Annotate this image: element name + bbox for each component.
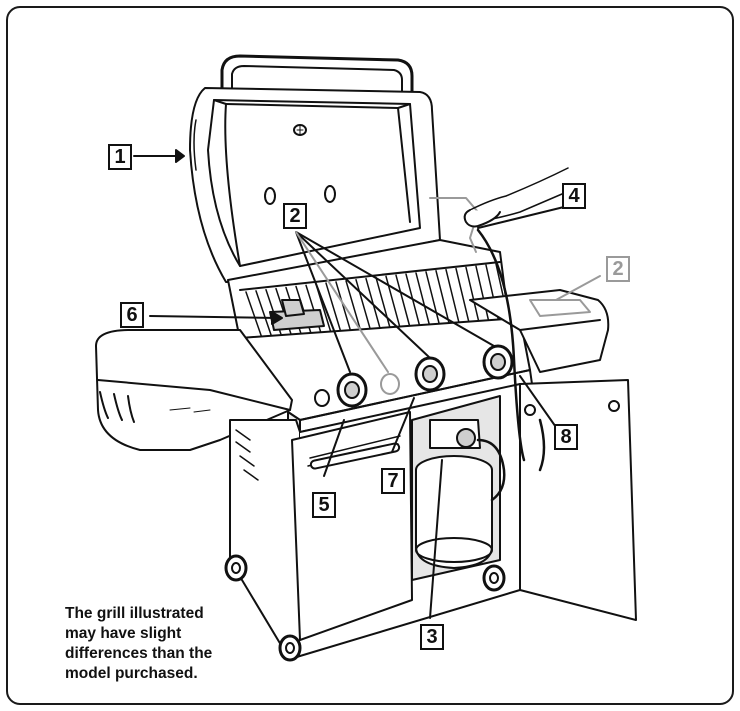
grate-bar — [255, 290, 273, 338]
callout-3-tank: 3 — [420, 624, 444, 650]
grate-bar — [395, 274, 411, 327]
grate-bar — [455, 267, 470, 322]
grate-bar — [335, 281, 352, 332]
illustration-border — [6, 6, 734, 705]
right-side-table — [469, 289, 610, 373]
cabinet-door-right — [519, 379, 637, 621]
leader-lines — [133, 149, 601, 619]
grill-lid — [189, 87, 441, 283]
lid-handle — [220, 54, 414, 99]
disclaimer-note: The grill illustrated may have slight di… — [65, 604, 235, 684]
grate-bar — [445, 268, 460, 323]
caster-wheel-back-left — [224, 554, 248, 582]
callout-5-knob-left: 5 — [312, 492, 336, 518]
flavorizer-bars — [269, 299, 325, 331]
grate-bar — [355, 278, 371, 330]
propane-tank — [411, 395, 506, 581]
hand-igniting — [429, 167, 577, 253]
caster-wheel-back-right — [482, 564, 506, 592]
note-line-3: differences than the — [65, 645, 213, 662]
callout-7-knob-center: 7 — [381, 468, 405, 494]
ignition-button — [314, 373, 400, 407]
burner-knob-right — [482, 344, 514, 380]
callout-4-hand: 4 — [562, 183, 586, 209]
callout-2-burners-secondary: 2 — [606, 256, 630, 282]
callout-1-lid: 1 — [108, 144, 132, 170]
grate-bar — [425, 271, 440, 325]
grate-bar — [345, 280, 362, 331]
grate-bar — [435, 269, 450, 324]
burner-knob-center — [414, 356, 446, 392]
grate-bar — [415, 272, 431, 326]
grate-bar — [325, 282, 342, 333]
note-line-2: may have slight — [65, 625, 182, 642]
grate-bar — [465, 266, 480, 322]
callout-6-grate: 6 — [120, 302, 144, 328]
caster-wheel-front-left — [278, 634, 302, 662]
callout-2-burners: 2 — [283, 203, 307, 229]
note-line-4: model purchased. — [65, 665, 198, 682]
burner-knob-left — [336, 372, 368, 408]
lighter-rod — [476, 228, 526, 462]
note-line-1: The grill illustrated — [65, 605, 204, 622]
grate-bar — [245, 291, 263, 339]
callout-8-lighter: 8 — [554, 424, 578, 450]
